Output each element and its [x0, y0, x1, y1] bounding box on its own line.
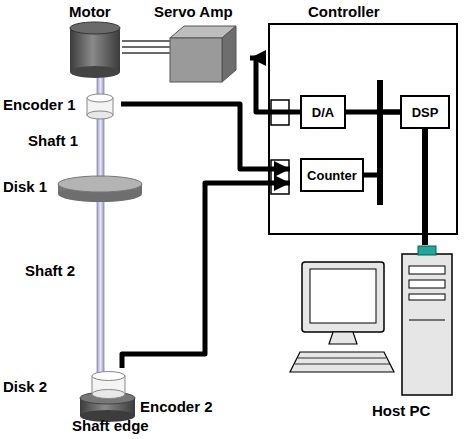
encoder-symbol — [87, 94, 113, 119]
label-holder: Shaft 1 — [28, 132, 78, 150]
disk: Disk 1 — [3, 176, 145, 206]
part-label: Shaft 1 — [28, 132, 78, 149]
connector-line — [122, 40, 170, 42]
part-label: Disk 1 — [3, 178, 47, 195]
connector — [250, 58, 300, 112]
box-label: DSP — [412, 104, 439, 121]
label-holder: Shaft edge — [72, 417, 149, 435]
motor: Motor — [62, 3, 122, 77]
encoder: Encoder 2 — [90, 368, 220, 418]
connector-line — [364, 112, 400, 175]
part-label: Servo Amp — [154, 3, 233, 20]
part-label: Encoder 2 — [140, 398, 213, 415]
part-label: Motor — [69, 3, 111, 20]
connector-line — [122, 46, 170, 48]
connector-line — [122, 52, 170, 54]
part-label: Host PC — [372, 402, 430, 419]
port — [271, 160, 289, 194]
connector — [122, 183, 290, 368]
encoder-symbol — [92, 372, 125, 399]
part-label: Shaft edge — [72, 417, 149, 434]
connector — [122, 41, 170, 53]
controller-frame — [268, 23, 458, 235]
connector-line — [250, 58, 300, 112]
label-holder: Shaft 2 — [25, 262, 75, 280]
box-label: D/A — [312, 104, 334, 121]
controller-box: ControllerD/A Counter DSP — [268, 3, 458, 235]
counter-box: Counter — [300, 158, 364, 192]
connector — [364, 112, 400, 175]
connector — [121, 104, 290, 169]
servo-amp: Servo Amp — [150, 3, 240, 83]
connector — [425, 129, 426, 245]
host-pc: Host PC — [295, 245, 460, 423]
part-label: Controller — [308, 3, 380, 20]
disk-symbol — [58, 176, 142, 202]
part-label: Encoder 1 — [3, 96, 76, 113]
host-pc-symbol — [290, 246, 452, 395]
dsp-box: DSP — [400, 95, 450, 129]
servo-amp-symbol — [170, 26, 236, 82]
motor-symbol — [70, 22, 120, 78]
connector-line — [121, 104, 290, 169]
encoder: Encoder 1 — [3, 92, 121, 120]
connector-line — [122, 183, 290, 368]
da-converter-box: D/A — [300, 95, 346, 129]
connector-line — [422, 129, 428, 245]
part-label: Disk 2 — [3, 378, 47, 395]
part-label: Shaft 2 — [25, 262, 75, 279]
box-label: Counter — [307, 167, 357, 184]
